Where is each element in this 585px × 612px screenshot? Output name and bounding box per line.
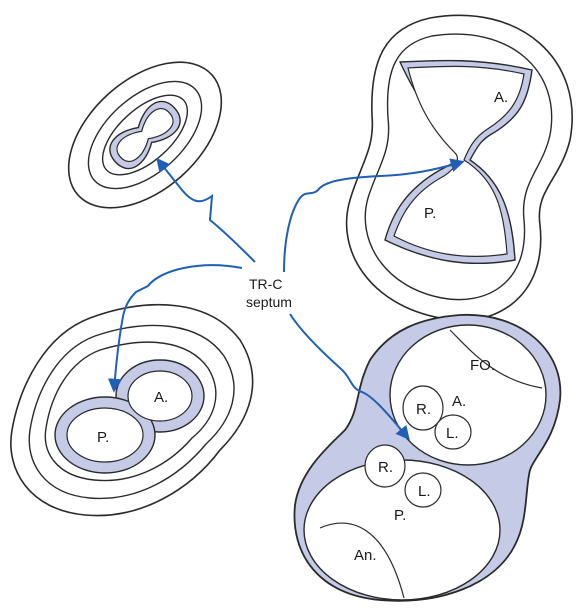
center-label-line2: septum	[246, 294, 292, 310]
tr-label-a: A.	[494, 89, 508, 106]
br-label-an: An.	[354, 547, 377, 564]
arrow-to-top-left	[158, 160, 255, 262]
bl-label-a: A.	[154, 389, 168, 406]
center-label-line1: TR-C	[249, 276, 282, 292]
br-label-a: A.	[452, 393, 466, 410]
br-label-l-lower: L.	[418, 483, 431, 500]
panel-bottom-left: A. P.	[11, 305, 253, 516]
br-label-p: P.	[394, 507, 406, 524]
br-label-r-upper: R.	[416, 401, 431, 418]
panel-top-right: A. P.	[347, 15, 573, 320]
br-label-l-upper: L.	[446, 425, 459, 442]
br-label-r-lower: R.	[378, 459, 393, 476]
panel-bottom-right: FO. A. R. L. R. L. P. An.	[294, 315, 560, 601]
bl-label-p: P.	[97, 429, 109, 446]
panel-top-left	[41, 34, 248, 236]
tr-label-p: P.	[424, 205, 436, 222]
br-label-fo: FO.	[470, 357, 495, 374]
